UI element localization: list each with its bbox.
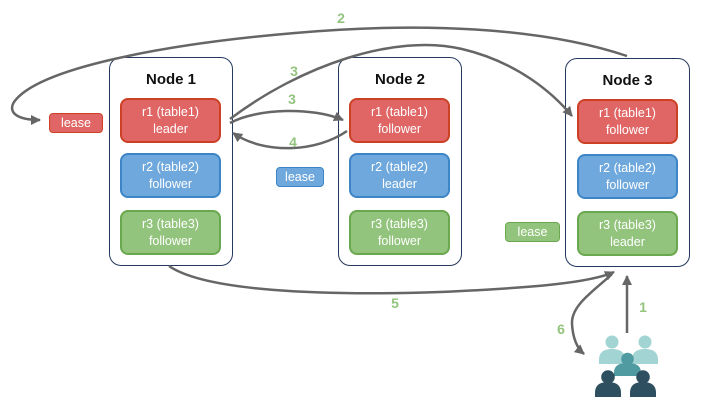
- node3-replica-r3: r3 (table3) leader: [577, 211, 678, 256]
- node-1-title: Node 1: [145, 71, 196, 88]
- replica-role: leader: [610, 234, 645, 249]
- step-label-6: 6: [557, 321, 565, 337]
- replica-role: leader: [382, 176, 417, 191]
- arrow-step-6-node3-to-users: [570, 273, 613, 355]
- node2-replica-r2: r2 (table2) leader: [349, 153, 450, 198]
- replica-id: r2 (table2): [371, 160, 428, 175]
- node1-replica-r2: r2 (table2) follower: [120, 153, 221, 198]
- replica-id: r2 (table2): [142, 160, 199, 175]
- replica-id: r1 (table1): [371, 105, 428, 120]
- replica-id: r1 (table1): [142, 105, 199, 120]
- step-label-5: 5: [391, 295, 399, 311]
- replica-role: leader: [153, 121, 188, 136]
- arrow-step-2-node3-to-lease: [10, 26, 628, 125]
- replica-id: r3 (table3): [599, 218, 656, 233]
- replica-role: follower: [377, 121, 422, 136]
- step-label-4: 4: [289, 134, 297, 150]
- replica-id: r3 (table3): [371, 217, 428, 232]
- replica-role: follower: [148, 233, 193, 248]
- node-3: Node 3 r1 (table1) follower r2 (table2) …: [565, 58, 690, 267]
- replica-role: follower: [148, 176, 193, 191]
- step-label-3a: 3: [290, 63, 298, 79]
- step-label-1: 1: [639, 299, 647, 315]
- node-1: Node 1 r1 (table1) leader r2 (table2) fo…: [109, 57, 233, 266]
- users-icon: [595, 335, 658, 397]
- node-3-title: Node 3: [602, 72, 653, 89]
- arrow-step-3-node1-to-node2: [229, 109, 344, 125]
- lease-label-blue: lease: [276, 167, 324, 187]
- node2-replica-r1: r1 (table1) follower: [349, 98, 450, 143]
- replica-role: follower: [377, 233, 422, 248]
- arrow-step-5-node1-to-node3: [168, 264, 615, 295]
- node3-replica-r1: r1 (table1) follower: [577, 99, 678, 144]
- node-2-title: Node 2: [374, 71, 425, 88]
- replica-id: r3 (table3): [142, 217, 199, 232]
- replica-id: r1 (table1): [599, 106, 656, 121]
- node1-replica-r3: r3 (table3) follower: [120, 210, 221, 255]
- replica-id: r2 (table2): [599, 161, 656, 176]
- replica-role: follower: [605, 177, 650, 192]
- lease-label-green: lease: [505, 222, 560, 242]
- replica-role: follower: [605, 122, 650, 137]
- node3-replica-r2: r2 (table2) follower: [577, 154, 678, 199]
- node2-replica-r3: r3 (table3) follower: [349, 210, 450, 255]
- lease-label-red: lease: [49, 113, 103, 133]
- step-label-2: 2: [337, 10, 345, 26]
- step-label-3b: 3: [288, 91, 296, 107]
- node-2: Node 2 r1 (table1) follower r2 (table2) …: [338, 57, 462, 266]
- node1-replica-r1: r1 (table1) leader: [120, 98, 221, 143]
